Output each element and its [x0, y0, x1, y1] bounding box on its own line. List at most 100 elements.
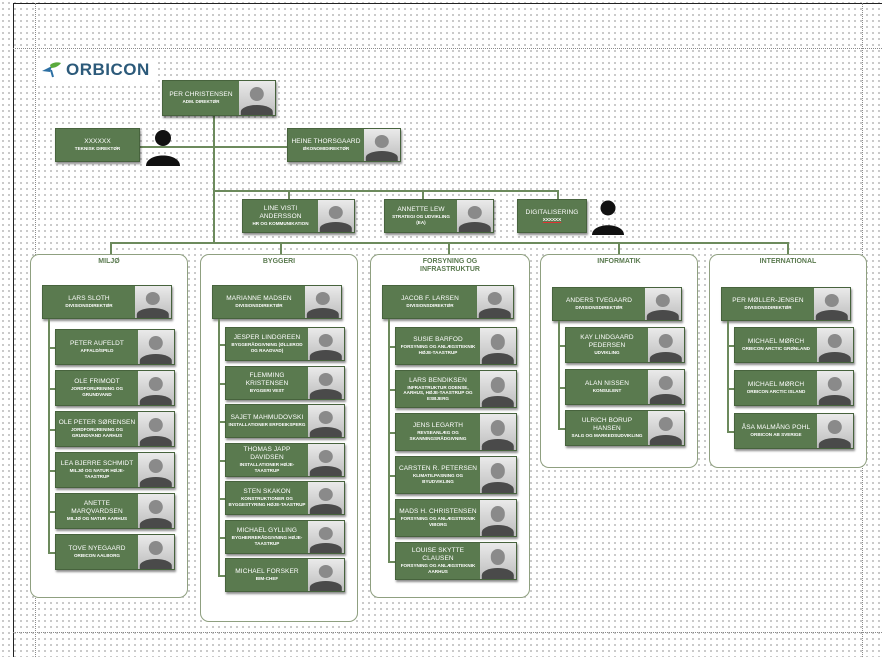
connector-line — [388, 475, 396, 477]
connector-line — [48, 388, 56, 390]
avatar — [477, 286, 513, 318]
connector-line — [388, 389, 396, 391]
connector-line — [48, 319, 50, 552]
connector-line — [218, 383, 226, 385]
node-role: KONSULENT — [592, 388, 622, 394]
avatar — [308, 559, 344, 591]
connector-line — [218, 421, 226, 423]
node-name: XXXXXX — [84, 138, 111, 146]
node-name: ANNETTE LEW — [397, 206, 445, 214]
orbicon-leaf-icon — [42, 62, 61, 78]
avatar — [645, 288, 681, 320]
node-role: FORSYNING OG ANLÆGSTEKNIK VIBORG — [400, 516, 476, 527]
avatar — [308, 328, 344, 360]
avatar — [814, 288, 850, 320]
node-role: BIM-CHEF — [255, 576, 279, 582]
node-name: MICHAEL MØRCH — [747, 338, 805, 346]
avatar — [648, 411, 684, 445]
connector-line — [557, 190, 559, 200]
avatar — [135, 286, 171, 318]
node-role: FORSYNING OG ANLÆGSTEKNIK AARHUS — [400, 563, 476, 574]
node-name: OLE FRIMODT — [74, 378, 120, 386]
node-role: ORBICON ARCTIC ISLAND — [746, 389, 806, 395]
division-title: INFORMATIK — [560, 258, 678, 266]
connector-line — [558, 387, 566, 389]
person-silhouette-icon — [592, 200, 624, 235]
avatar — [817, 414, 853, 448]
node-role: KONSTRUKTIONER OG BYGGESTYRING HØJE-TAAS… — [228, 496, 306, 507]
node-name: JESPER LINDGREEN — [233, 334, 301, 342]
connector-line — [218, 575, 226, 577]
connector-line — [388, 561, 396, 563]
node-name: LEA BJERRE SCHMIDT — [60, 460, 134, 468]
division-title: MILJØ — [50, 258, 168, 266]
slide-frame — [13, 3, 882, 657]
connector-line — [218, 460, 226, 462]
avatar — [308, 521, 344, 553]
node-name: CARSTEN R. PETERSEN — [398, 465, 478, 473]
avatar — [239, 81, 275, 115]
connector-line — [48, 470, 56, 472]
node-name: PETER AUFELDT — [69, 340, 125, 348]
avatar — [817, 328, 853, 362]
connector-line — [218, 498, 226, 500]
node-role: XXXXXX — [542, 217, 562, 223]
connector-line — [213, 190, 558, 192]
node-name: DIGITALISERING — [525, 209, 579, 217]
connector-line — [213, 116, 215, 242]
node-role: INSTALLATIONER HØJE-TAASTRUP — [239, 462, 295, 473]
node-name: PER MØLLER-JENSEN — [732, 297, 804, 305]
node-role: REVSEANLÆG OG SKANNINGSRÅDGIVNING — [409, 430, 467, 441]
node-name: ANDERS TVEGAARD — [565, 297, 633, 305]
division-title: INTERNATIONAL — [729, 258, 847, 266]
guide-line — [13, 632, 882, 633]
node-name: THOMAS JAPP DAVIDSEN — [243, 446, 291, 462]
node-name: LOUISE SKYTTE CLAUSEN — [411, 547, 465, 563]
connector-line — [727, 388, 735, 390]
node-name: JENS LEGARTH — [412, 422, 464, 430]
node-role: MILJØ OG NATUR HØJE-TAASTRUP — [69, 468, 125, 479]
avatar — [138, 494, 174, 528]
avatar — [318, 200, 354, 232]
avatar — [138, 453, 174, 487]
node-role: UDVIKLING — [594, 350, 620, 356]
connector-line — [388, 518, 396, 520]
avatar — [308, 367, 344, 399]
